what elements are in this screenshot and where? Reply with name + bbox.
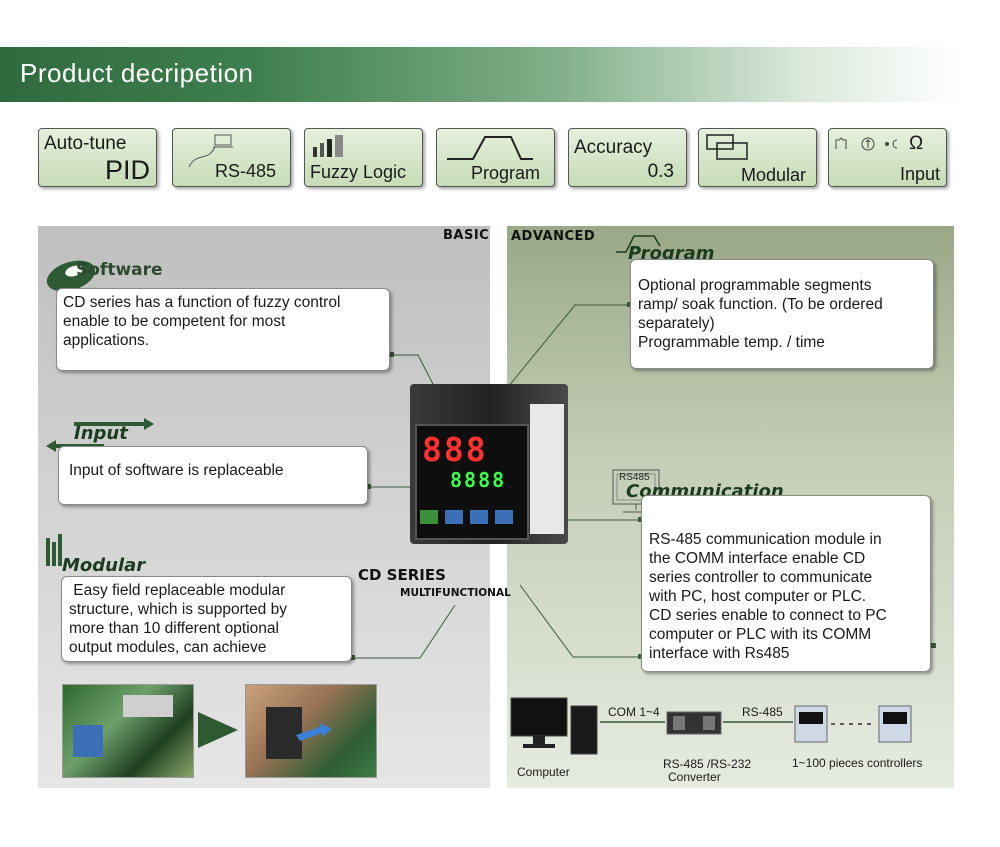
program-ramp-small-icon [616,235,661,253]
text-line: enable to be competent for most [63,313,286,330]
feature-label: Auto-tune [44,133,127,154]
converter-icon [666,711,722,735]
insert-arrow-icon [296,723,332,741]
network-diagram [510,697,912,755]
feature-label: RS-485 [215,161,277,181]
text-line: the COMM interface enable CD [649,550,866,567]
text-line: more than 10 different optional [69,620,279,637]
modular-title: Modular [62,555,146,576]
feature-accuracy: Accuracy 0.3 [568,128,687,187]
modular-description: Easy field replaceable modular structure… [61,576,352,662]
text-line: series controller to communicate [649,569,873,586]
computer-icon [510,697,598,755]
feature-label: Modular [741,165,807,185]
text-line: applications. [63,332,150,349]
software-description: CD series has a function of fuzzy contro… [56,288,390,371]
text-line: interface with Rs485 [649,645,790,662]
controller-small-icon-2 [878,705,912,743]
feature-label: Program [471,163,541,183]
communication-description: RS-485 communication module in the COMM … [641,495,931,672]
text-line: CD series enable to connect to PC [649,607,887,624]
feature-value: 0.3 [647,161,674,182]
modular-icon [706,134,748,160]
controller-label-side [530,404,564,534]
text-line: Easy field replaceable modular [69,582,286,599]
monitor-label: RS485 [619,472,650,483]
basic-tag: BASIC [443,228,490,243]
converter-label-2: Converter [668,770,721,784]
text-line: computer or PLC with its COMM [649,626,872,643]
page-title: Product decripetion [20,58,254,88]
text-line: with PC, host computer or PLC. [649,588,867,605]
text-line: CD series has a function of fuzzy contro… [63,294,341,311]
module-chip [123,695,173,717]
program-title: Program [628,243,715,264]
cd-controller-device: 888 8888 [410,384,568,544]
controller-button-left [445,510,463,524]
feature-input: Ω Input [828,128,947,187]
feature-rs485: RS-485 [172,128,291,187]
text-line: RS-485 communication module in [649,531,882,548]
controller-small-icon-1 [794,705,828,743]
ohm-symbol: Ω [909,133,924,154]
program-description: Optional programmable segments ramp/ soa… [630,259,934,369]
com-port-label: COM 1~4 [608,705,660,719]
advanced-tag: ADVANCED [511,229,596,244]
program-ramp-icon [447,136,533,160]
feature-program: Program [436,128,555,187]
controller-button-set [420,510,438,524]
module-card [266,707,302,759]
controller-button-up [495,510,513,524]
text-line: Input of software is replaceable [69,462,284,479]
text-line: Optional programmable segments [638,277,872,294]
feature-value: PID [104,155,150,185]
input-types-icon [835,137,898,151]
rs485-label: RS-485 [742,705,783,719]
rs485-icon [188,134,233,168]
header-banner [0,47,1000,102]
series-name: CD SERIES [358,566,446,584]
input-description: Input of software is replaceable [58,446,368,505]
text-line: structure, which is supported by [69,601,287,618]
input-title: Input [74,423,128,444]
text-line: ramp/ soak function. (To be ordered [638,296,883,313]
controller-button-down [470,510,488,524]
software-disc-icon [46,260,96,292]
text-line: separately) [638,315,715,332]
sv-display: 8888 [450,468,507,492]
feature-modular: Modular [698,128,817,187]
series-subtitle: MULTIFUNCTIONAL [400,587,511,599]
text-line: output modules, can achieve [69,639,267,656]
module-photo-1 [62,684,194,778]
feature-fuzzy-logic: Fuzzy Logic [304,128,423,187]
controllers-count-label: 1~100 pieces controllers [792,756,923,770]
feature-label: Accuracy [574,137,653,158]
converter-label-1: RS-485 /RS-232 [663,757,752,771]
computer-label: Computer [517,765,570,779]
arrow-right-icon [198,712,238,748]
modular-stack-icon [46,534,62,566]
text-line: Programmable temp. / time [638,334,825,351]
feature-label: Input [899,164,940,184]
software-title: Software [76,260,163,280]
fuzzy-logic-icon [313,135,343,157]
module-photo-2 [245,684,377,778]
module-connector [73,725,103,757]
feature-auto-tune-pid: Auto-tune PID [38,128,157,187]
pv-display: 888 [422,430,488,469]
feature-label: Fuzzy Logic [310,162,407,182]
